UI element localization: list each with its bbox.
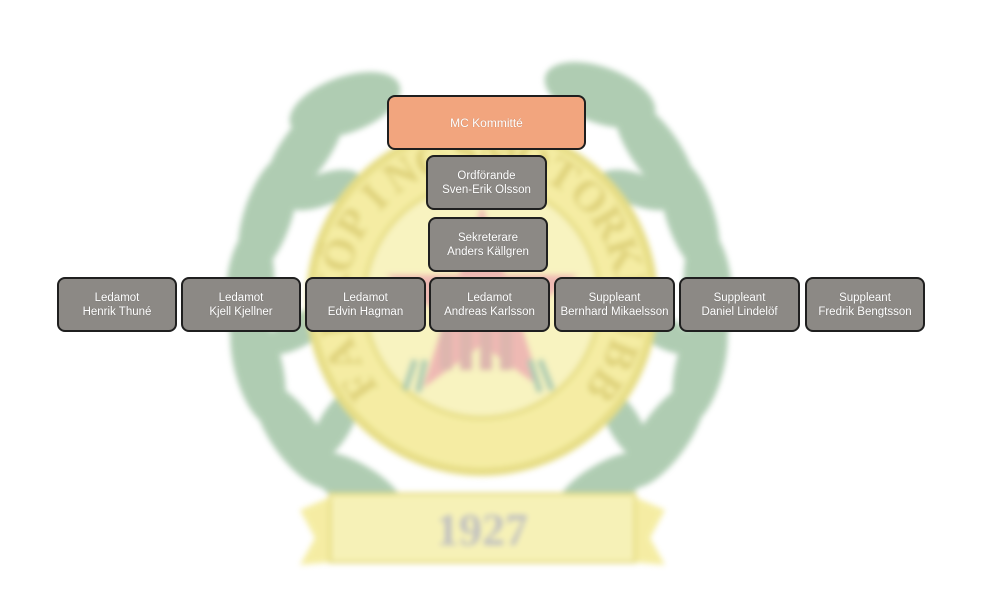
node-member-2: Ledamot Kjell Kjellner xyxy=(181,277,301,332)
member-name: Kjell Kjellner xyxy=(209,305,273,318)
node-chair: Ordförande Sven-Erik Olsson xyxy=(426,155,547,210)
secretary-name: Anders Källgren xyxy=(447,245,529,258)
node-member-1: Ledamot Henrik Thuné xyxy=(57,277,177,332)
member-role: Ledamot xyxy=(94,291,140,304)
chair-name: Sven-Erik Olsson xyxy=(442,183,531,196)
node-member-4: Ledamot Andreas Karlsson xyxy=(429,277,550,332)
root-label: MC Kommitté xyxy=(450,115,523,130)
chair-role: Ordförande xyxy=(457,169,516,182)
node-substitute-1: Suppleant Bernhard Mikaelsson xyxy=(554,277,675,332)
node-substitute-2: Suppleant Daniel Lindelöf xyxy=(679,277,800,332)
member-role: Ledamot xyxy=(343,291,388,304)
member-name: Fredrik Bengtsson xyxy=(818,305,912,318)
node-substitute-3: Suppleant Fredrik Bengtsson xyxy=(805,277,925,332)
member-name: Andreas Karlsson xyxy=(444,305,535,318)
year-banner: 1927 xyxy=(300,492,665,565)
member-role: Suppleant xyxy=(713,291,766,304)
member-role: Ledamot xyxy=(218,291,264,304)
member-role: Ledamot xyxy=(467,291,512,304)
member-name: Daniel Lindelöf xyxy=(701,305,778,318)
node-member-3: Ledamot Edvin Hagman xyxy=(305,277,426,332)
member-name: Henrik Thuné xyxy=(82,305,152,318)
secretary-role: Sekreterare xyxy=(457,231,519,244)
member-name: Edvin Hagman xyxy=(327,305,404,318)
member-role: Suppleant xyxy=(588,291,641,304)
year-label: 1927 xyxy=(436,504,528,555)
laurel-wreath-icon xyxy=(225,62,733,519)
root-node-mc-kommitte: MC Kommitté xyxy=(387,95,586,150)
member-name: Bernhard Mikaelsson xyxy=(560,305,669,318)
node-secretary: Sekreterare Anders Källgren xyxy=(428,217,548,272)
member-role: Suppleant xyxy=(839,291,891,304)
